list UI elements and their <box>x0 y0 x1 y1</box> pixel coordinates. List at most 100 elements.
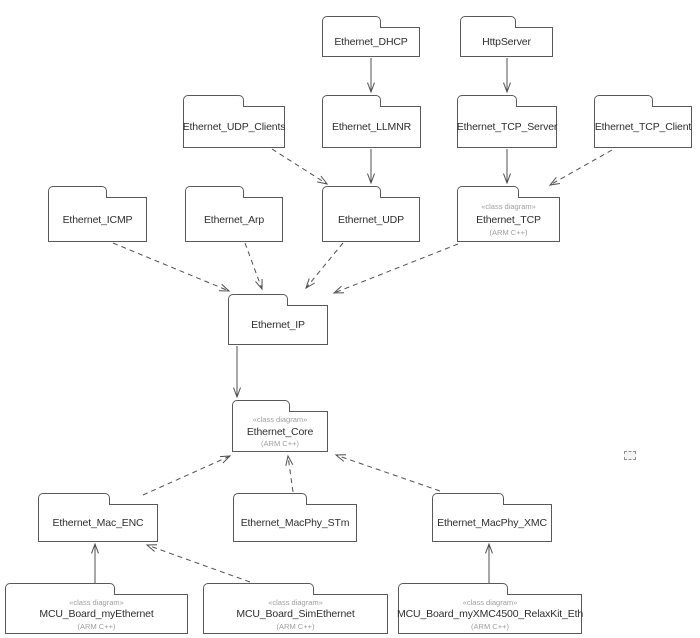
dependency-arrow <box>548 149 613 186</box>
package-body: «class diagram» Ethernet_Core (ARM C++) <box>232 411 328 452</box>
package-tab <box>48 186 107 198</box>
package-tab <box>594 95 653 107</box>
uml-package-ethernet-udp[interactable]: Ethernet_UDP <box>322 186 420 242</box>
uml-package-ethernet-ip[interactable]: Ethernet_IP <box>228 294 328 345</box>
package-step-edge <box>243 106 285 107</box>
package-name: Ethernet_TCP_Client <box>594 121 692 133</box>
package-stereotype: «class diagram» <box>268 597 323 607</box>
package-step-edge <box>515 27 553 28</box>
uml-package-ethernet-arp[interactable]: Ethernet_Arp <box>185 186 283 242</box>
uml-package-ethernet-icmp[interactable]: Ethernet_ICMP <box>48 186 147 242</box>
uml-package-ethernet-udp-clients[interactable]: Ethernet_UDP_Clients <box>183 95 285 148</box>
uml-package-mcu-board-myxmc4500-relaxkit-eth[interactable]: «class diagram» MCU_Board_myXMC4500_Rela… <box>396 583 584 634</box>
dependency-arrow <box>285 454 294 493</box>
package-name: Ethernet_MacPhy_STm <box>240 517 350 529</box>
package-name: Ethernet_LLMNR <box>331 121 412 133</box>
dependency-arrow <box>142 455 232 496</box>
package-step-edge <box>114 594 188 595</box>
package-body: Ethernet_DHCP <box>322 27 420 57</box>
package-body: Ethernet_MacPhy_XMC <box>432 504 552 542</box>
package-name: Ethernet_MacPhy_XMC <box>437 517 547 529</box>
package-step-edge <box>503 504 552 505</box>
package-step-edge <box>306 504 357 505</box>
uml-package-ethernet-llmnr[interactable]: Ethernet_LLMNR <box>322 95 421 148</box>
package-name: Ethernet_UDP_Clients <box>182 121 286 133</box>
package-tab <box>322 95 381 107</box>
package-body: Ethernet_Arp <box>185 197 283 242</box>
uml-package-mcu-board-simethernet[interactable]: «class diagram» MCU_Board_SimEthernet (A… <box>203 583 388 634</box>
dependency-arrow <box>503 58 511 94</box>
package-step-edge <box>516 106 557 107</box>
package-language: (ARM C++) <box>77 621 116 631</box>
uml-package-ethernet-tcp[interactable]: «class diagram» Ethernet_TCP (ARM C++) <box>457 186 560 242</box>
package-name: Ethernet_Arp <box>203 213 265 226</box>
package-step-edge <box>243 197 283 198</box>
dependency-arrow <box>91 542 99 583</box>
package-name: Ethernet_DHCP <box>334 36 408 48</box>
package-stereotype: «class diagram» <box>252 414 308 424</box>
dependency-arrow <box>244 242 263 291</box>
package-step-edge <box>507 594 582 595</box>
package-tab <box>228 294 288 306</box>
package-language: (ARM C++) <box>489 228 528 238</box>
package-name: HttpServer <box>482 36 531 48</box>
uml-package-ethernet-core[interactable]: «class diagram» Ethernet_Core (ARM C++) <box>232 400 328 452</box>
uml-package-ethernet-macphy-stm[interactable]: Ethernet_MacPhy_STm <box>233 493 357 542</box>
package-body: «class diagram» MCU_Board_myEthernet (AR… <box>5 594 188 634</box>
dependency-arrow <box>112 242 231 292</box>
package-tab <box>185 186 244 198</box>
package-tab <box>5 583 115 595</box>
dependency-arrow <box>332 243 459 294</box>
package-name: MCU_Board_myXMC4500_RelaxKit_Eth <box>396 608 584 620</box>
uml-package-http-server[interactable]: HttpServer <box>460 16 553 57</box>
uml-package-mcu-board-myethernet[interactable]: «class diagram» MCU_Board_myEthernet (AR… <box>5 583 188 634</box>
dependency-arrow <box>367 58 375 94</box>
note-icon <box>624 451 636 460</box>
package-tab <box>203 583 314 595</box>
package-step-edge <box>313 594 388 595</box>
dependency-arrow <box>367 149 375 185</box>
package-language: (ARM C++) <box>471 621 509 631</box>
uml-package-ethernet-tcp-client[interactable]: Ethernet_TCP_Client <box>594 95 692 148</box>
package-body: Ethernet_IP <box>228 305 328 345</box>
package-stereotype: «class diagram» <box>69 597 124 607</box>
package-stereotype: «class diagram» <box>462 597 518 607</box>
package-tab <box>398 583 508 595</box>
package-name: Ethernet_Core <box>246 425 314 438</box>
uml-package-ethernet-tcp-server[interactable]: Ethernet_TCP_Server <box>457 95 557 148</box>
dependency-arrow <box>271 148 329 185</box>
package-tab <box>460 16 516 28</box>
package-step-edge <box>106 197 147 198</box>
package-step-edge <box>289 411 328 412</box>
package-body: Ethernet_TCP_Client <box>594 106 692 148</box>
package-language: (ARM C++) <box>261 439 299 449</box>
package-body: «class diagram» MCU_Board_SimEthernet (A… <box>203 594 388 634</box>
package-body: Ethernet_LLMNR <box>322 106 421 148</box>
package-tab <box>457 186 519 198</box>
package-step-edge <box>287 305 328 306</box>
uml-package-ethernet-mac-enc[interactable]: Ethernet_Mac_ENC <box>38 493 158 542</box>
package-name: Ethernet_IP <box>251 319 305 331</box>
uml-package-ethernet-dhcp[interactable]: Ethernet_DHCP <box>322 16 420 57</box>
package-name: Ethernet_TCP_Server <box>456 121 558 133</box>
package-step-edge <box>109 504 158 505</box>
package-body: «class diagram» MCU_Board_myXMC4500_Rela… <box>396 594 584 634</box>
package-tab <box>233 493 307 505</box>
package-tab <box>322 16 381 28</box>
package-name: MCU_Board_myEthernet <box>39 608 154 620</box>
package-name: MCU_Board_SimEthernet <box>236 608 355 620</box>
package-body: Ethernet_TCP_Server <box>457 106 557 148</box>
package-step-edge <box>380 27 420 28</box>
package-body: «class diagram» Ethernet_TCP (ARM C++) <box>457 197 560 242</box>
package-step-edge <box>518 197 560 198</box>
uml-package-ethernet-macphy-xmc[interactable]: Ethernet_MacPhy_XMC <box>432 493 552 542</box>
package-tab <box>322 186 381 198</box>
dependency-arrow <box>334 454 441 492</box>
package-step-edge <box>380 106 421 107</box>
dependency-arrow <box>145 544 251 583</box>
dependency-arrow <box>233 346 241 399</box>
package-body: Ethernet_MacPhy_STm <box>233 504 357 542</box>
package-body: Ethernet_UDP_Clients <box>183 106 285 148</box>
package-language: (ARM C++) <box>276 621 315 631</box>
